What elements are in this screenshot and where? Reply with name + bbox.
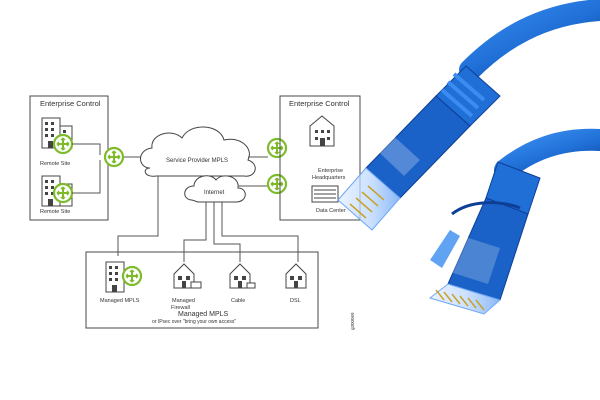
router-icon bbox=[52, 133, 74, 155]
house-icon bbox=[285, 263, 307, 289]
firewall-icon bbox=[190, 281, 202, 289]
bottom-site-label-1: Managed MPLS bbox=[100, 298, 140, 304]
internet-to-cable-wire bbox=[213, 202, 241, 262]
provider-cloud-label: Service Provider MPLS bbox=[166, 158, 228, 164]
remote-site-label-1: Remote Site bbox=[40, 161, 70, 167]
bottom-site-label-2a: Managed bbox=[172, 298, 195, 304]
bottom-site-label-3: Cable bbox=[231, 298, 245, 304]
router-icon bbox=[266, 173, 288, 195]
left-box-title: Enterprise Control bbox=[40, 99, 101, 108]
bottom-site-label-4: DSL bbox=[290, 298, 301, 304]
bottom-managed-box bbox=[85, 251, 319, 329]
router-icon bbox=[121, 265, 143, 287]
internet-to-firewall-wire bbox=[183, 202, 207, 262]
internet-cloud-label: Internet bbox=[204, 190, 225, 196]
bottom-site-label-2b: Firewall bbox=[171, 305, 190, 311]
internet-cloud bbox=[184, 175, 246, 203]
internet-to-dsl-wire bbox=[221, 202, 299, 262]
hq-label-line1: Enterprise bbox=[318, 168, 343, 174]
right-box-title: Enterprise Control bbox=[289, 99, 350, 108]
figure-code: g300069 bbox=[350, 312, 355, 330]
router-icon bbox=[103, 146, 125, 168]
remote-site-label-2: Remote Site bbox=[40, 209, 70, 215]
modem-icon bbox=[246, 282, 256, 289]
router-icon bbox=[266, 137, 288, 159]
mpls-to-managed-wire bbox=[117, 176, 159, 256]
hq-label-line2: Headquarters bbox=[312, 175, 346, 181]
right-enterprise-box bbox=[279, 95, 361, 221]
left-site-wires bbox=[72, 143, 101, 194]
office-building-icon bbox=[309, 115, 335, 147]
office-building-icon bbox=[105, 261, 125, 293]
data-center-label: Data Center bbox=[316, 208, 346, 214]
service-provider-cloud bbox=[140, 126, 256, 177]
bottom-title: Managed MPLS bbox=[178, 311, 229, 318]
router-icon bbox=[52, 182, 74, 204]
server-rack-icon bbox=[311, 185, 339, 203]
bottom-subtitle: or IPsec over "bring your own access" bbox=[152, 319, 236, 325]
ethernet-cable-image bbox=[337, 0, 600, 315]
